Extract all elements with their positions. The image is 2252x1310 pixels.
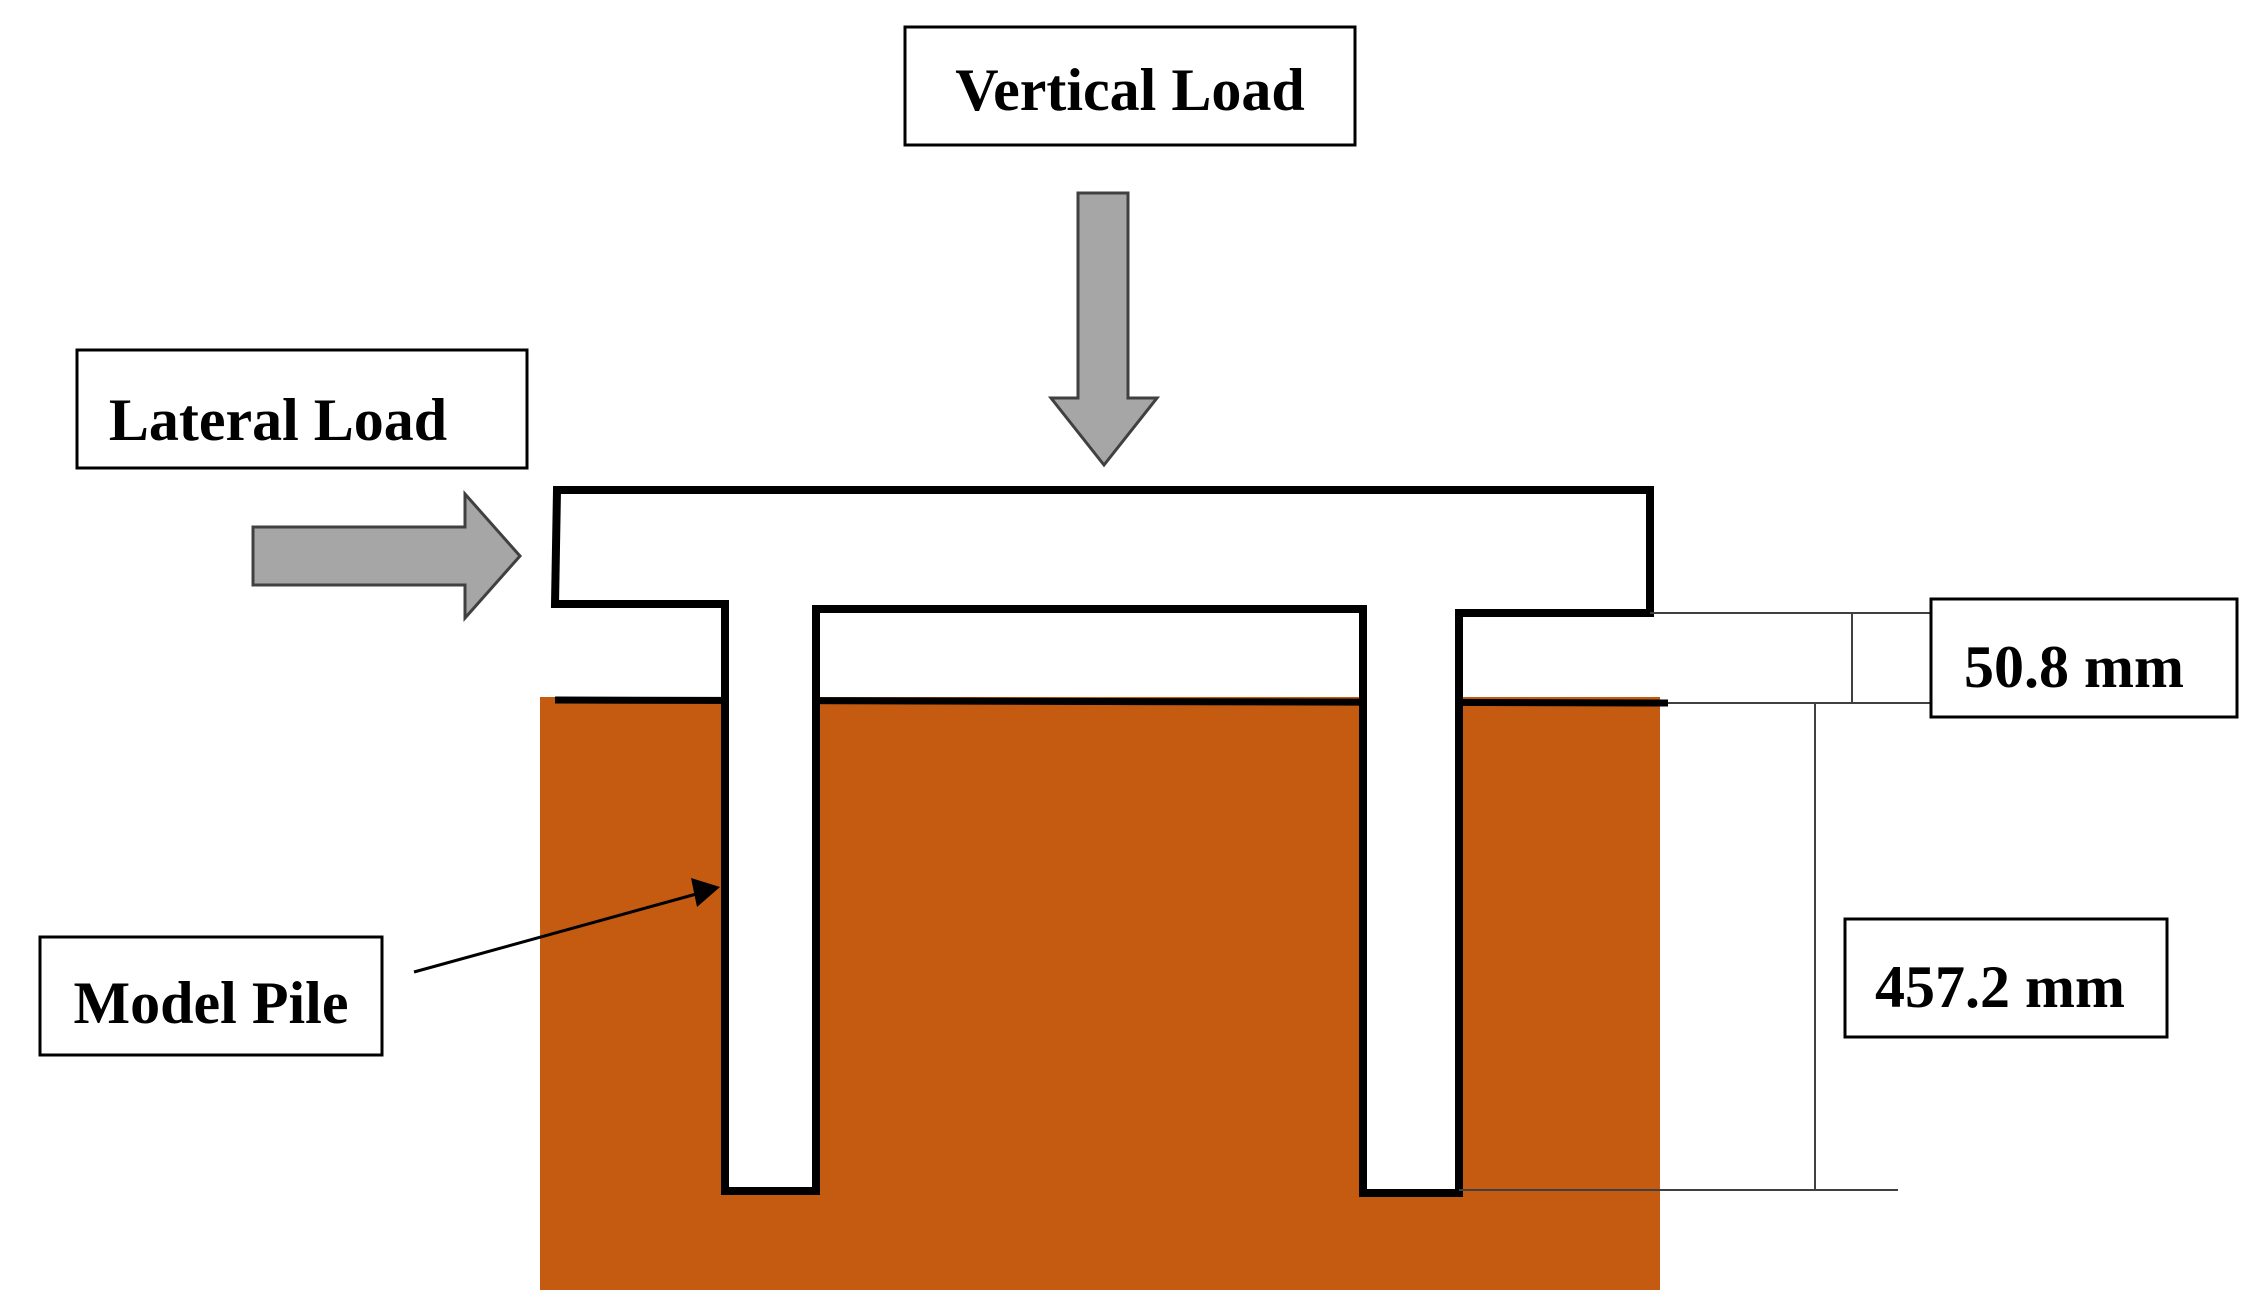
lateral-load-box [75,348,529,470]
model-pile-box [38,935,384,1057]
model-pile-label: Model Pile [74,970,349,1036]
model-pile-pointer-line [413,891,701,974]
vertical-load-label: Vertical Load [955,57,1304,123]
embedment-depth-box [1843,917,2169,1039]
vertical-load-arrow [1047,191,1161,468]
cap-gap-box [1929,597,2239,719]
cap-gap-label: 50.8 mm [1964,634,2184,700]
lateral-load-arrow [251,490,523,622]
soil-block [540,697,1660,1290]
embedment-depth-label: 457.2 mm [1875,954,2125,1020]
lateral-load-label: Lateral Load [109,387,447,453]
model-pile-pointer-head [691,878,720,907]
vertical-load-box [903,25,1357,147]
